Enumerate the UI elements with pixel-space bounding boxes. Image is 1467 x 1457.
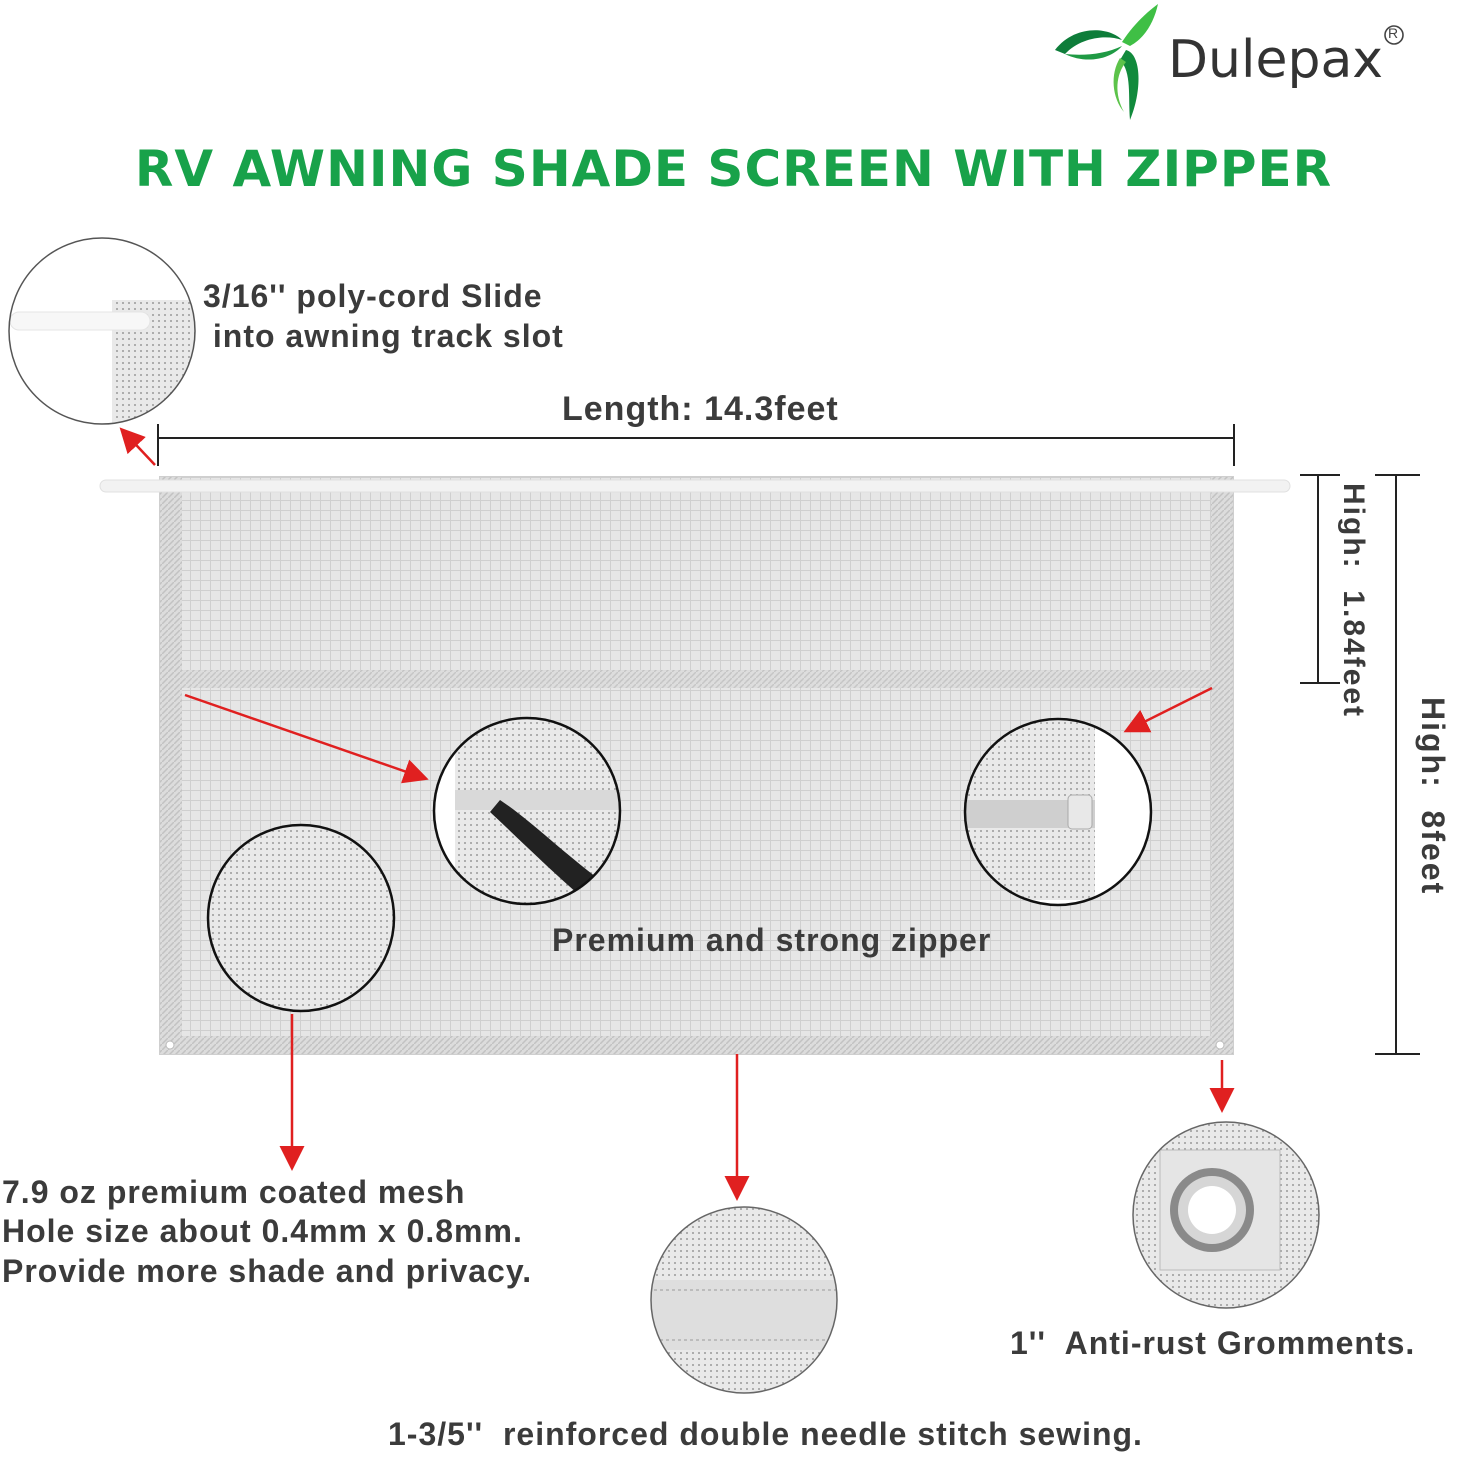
stitch-label: 1-3/5'' reinforced double needle stitch … bbox=[388, 1416, 1143, 1452]
brand-name: Dulepax bbox=[1168, 30, 1384, 90]
detail-circle-stitch bbox=[651, 1207, 837, 1393]
detail-circle-zipper bbox=[434, 718, 620, 904]
height-small-dimension bbox=[1300, 474, 1340, 684]
leaf-logo-icon bbox=[1055, 4, 1158, 120]
height-small-label: High: 1.84feet bbox=[1337, 483, 1370, 719]
brand-logo: Dulepax R bbox=[1050, 2, 1410, 122]
detail-circle-cord bbox=[9, 238, 195, 424]
length-dimension bbox=[157, 424, 1235, 466]
grommet-label: 1'' Anti-rust Gromments. bbox=[1010, 1325, 1416, 1361]
poly-cord-label-1: 3/16'' poly-cord Slide bbox=[203, 278, 543, 314]
poly-cord-rod bbox=[99, 479, 1291, 493]
detail-circle-zipper-end bbox=[965, 719, 1151, 905]
detail-circle-grommet bbox=[1133, 1122, 1319, 1308]
poly-cord-label-2: into awning track slot bbox=[203, 318, 564, 354]
mesh-label-2: Hole size about 0.4mm x 0.8mm. bbox=[2, 1213, 523, 1249]
registered-mark-icon: R bbox=[1383, 24, 1405, 52]
mesh-label-1: 7.9 oz premium coated mesh bbox=[2, 1174, 466, 1210]
callout-arrows bbox=[119, 427, 1235, 1201]
zipper-label: Premium and strong zipper bbox=[552, 922, 992, 958]
height-large-dimension bbox=[1375, 474, 1420, 1055]
height-large-label: High: 8feet bbox=[1415, 697, 1451, 896]
detail-circle-mesh bbox=[208, 825, 394, 1011]
length-label: Length: 14.3feet bbox=[562, 390, 839, 428]
page-title: RV AWNING SHADE SCREEN WITH ZIPPER bbox=[134, 140, 1333, 198]
mesh-label-3: Provide more shade and privacy. bbox=[2, 1253, 533, 1289]
